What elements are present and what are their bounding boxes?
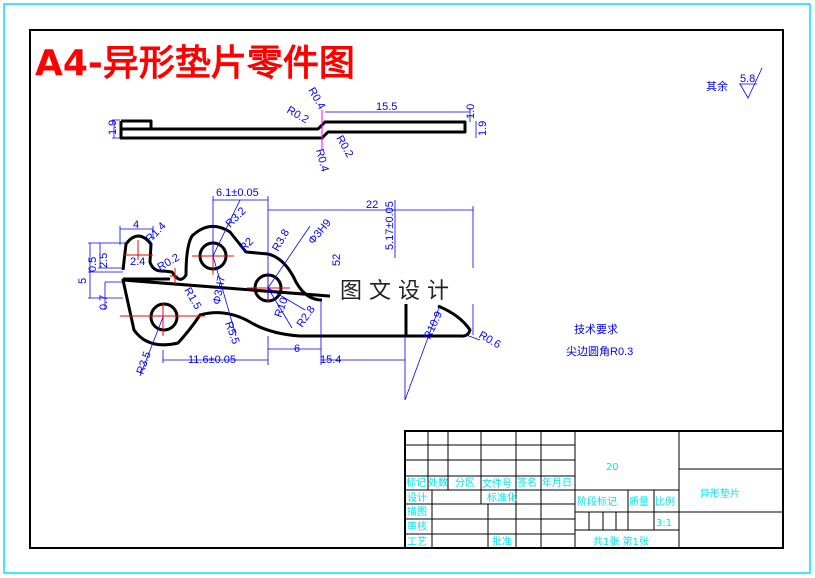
dim-r3-5: R3.5 <box>135 350 154 376</box>
dim-r3-8: R3.8 <box>270 227 292 253</box>
watermark-box <box>330 268 485 304</box>
dim-1-9-right: 1.9 <box>477 121 489 136</box>
sheet-count: 共1张 第1张 <box>593 535 649 548</box>
label-design: 设计 <box>407 491 427 504</box>
surface-roughness-symbol: 其余 5.8 <box>706 67 763 99</box>
roughness-check-icon <box>739 67 763 99</box>
dim-r3-2: R3.2 <box>224 205 249 230</box>
label-process: 工艺 <box>407 536 427 548</box>
dim-2-5: 2.5 <box>98 253 110 268</box>
dim-phi3h9: Φ3H9 <box>306 217 334 247</box>
part-name: 异形垫片 <box>700 487 740 500</box>
dim-15-4: 15.4 <box>320 354 341 366</box>
dim-15-5: 15.5 <box>376 101 397 113</box>
hole-r1-5 <box>149 302 179 332</box>
dim-5: 5 <box>77 278 89 284</box>
label-scale: 比例 <box>655 495 675 508</box>
dim-r0-4-top: R0.4 <box>305 86 327 112</box>
hdr-sign: 签名 <box>517 476 537 489</box>
dim-phi3h7: Φ3H7 <box>211 275 228 306</box>
label-mass: 质量 <box>629 496 649 508</box>
dim-2-4: 2.4 <box>130 256 145 268</box>
side-view: 15.5 R0.4 R0.2 1.0 1.9 1.9 R0.2 R0.4 <box>107 86 489 174</box>
dim-52: 52 <box>331 254 343 266</box>
requirements-heading: 技术要求 <box>574 323 618 336</box>
roughness-label: 其余 <box>706 79 728 93</box>
dim-1-9-left: 1.9 <box>107 120 119 135</box>
dim-6-1: 6.1±0.05 <box>216 187 259 199</box>
dim-0-7: 0.7 <box>98 295 110 310</box>
dim-6: 6 <box>294 343 300 355</box>
drawing-number: 20 <box>606 462 619 473</box>
dim-r0-6: R0.6 <box>477 329 503 351</box>
hdr-count: 处数 <box>428 476 448 489</box>
dim-22: 22 <box>366 199 378 211</box>
label-drawing: 描图 <box>407 505 427 518</box>
drawing-title: A4-异形垫片零件图 <box>35 43 355 84</box>
dim-r1-5: R1.5 <box>181 286 203 312</box>
label-standard: 标准化 <box>487 491 517 504</box>
label-review: 审核 <box>407 520 427 533</box>
dim-r0-4-bottom: R0.4 <box>313 148 331 174</box>
watermark: 图 文 设 计 <box>340 279 449 304</box>
dim-r0-2-bottom: R0.2 <box>333 134 355 160</box>
requirements-item: 尖边圆角R0.3 <box>566 345 633 358</box>
dim-r5-5: R5.5 <box>222 320 241 346</box>
dim-1-0: 1.0 <box>465 104 477 119</box>
scale-value: 3:1 <box>656 518 672 529</box>
roughness-value: 5.8 <box>740 73 755 85</box>
hdr-zone: 分区 <box>455 477 475 489</box>
dim-5-17: 5.17±0.05 <box>384 201 396 250</box>
dim-r1-4: R1.4 <box>144 220 169 245</box>
dim-11-6: 11.6±0.05 <box>188 354 236 366</box>
dim-0-5: 0.5 <box>87 257 99 272</box>
sheet-border <box>3 3 811 574</box>
label-approve: 批准 <box>492 535 512 548</box>
hdr-mark: 标记 <box>406 477 426 489</box>
hdr-date: 年月日 <box>542 476 572 489</box>
dim-4: 4 <box>133 219 139 231</box>
dim-r2-8: R2.8 <box>295 304 318 330</box>
dim-r0-2-top: R0.2 <box>285 104 311 126</box>
title-block: 标记 处数 分区 文件号 签名 年月日 设计 标准化 描图 审核 工艺 批准 2… <box>404 430 784 549</box>
hdr-docno: 文件号 <box>482 477 512 490</box>
label-stage: 阶段标记 <box>577 495 617 508</box>
